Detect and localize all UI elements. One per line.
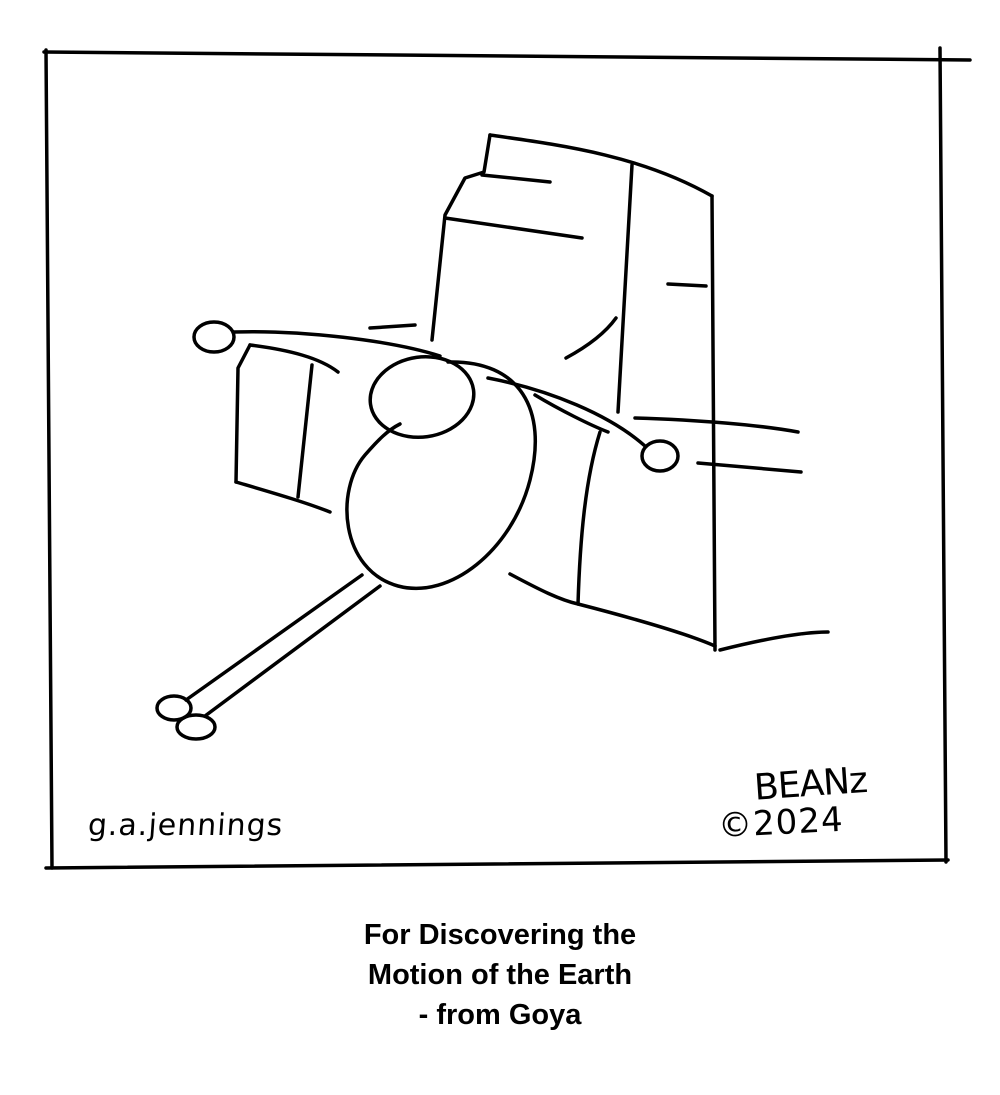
panel-border bbox=[42, 46, 972, 870]
handle-arm-right bbox=[486, 376, 680, 473]
cartoon-caption: For Discovering the Motion of the Earth … bbox=[0, 915, 1000, 1035]
tall-book-block bbox=[368, 133, 830, 652]
figure-body bbox=[345, 360, 538, 591]
cartoon-drawing bbox=[42, 46, 972, 870]
stick-handle bbox=[155, 573, 382, 741]
artist-signature: g.a.jennings bbox=[86, 808, 285, 843]
caption-line-1: For Discovering the bbox=[363, 919, 637, 951]
figure-head bbox=[368, 354, 476, 440]
caption-line-3: - from Goya bbox=[418, 999, 582, 1031]
caption-line-2: Motion of the Earth bbox=[367, 959, 633, 991]
copyright-year: ©2024 bbox=[717, 799, 845, 847]
brand-signature: BEANz ©2024 bbox=[717, 760, 918, 846]
handle-arm-left bbox=[192, 320, 442, 358]
small-book-block bbox=[234, 343, 340, 514]
book-tail bbox=[508, 393, 717, 648]
